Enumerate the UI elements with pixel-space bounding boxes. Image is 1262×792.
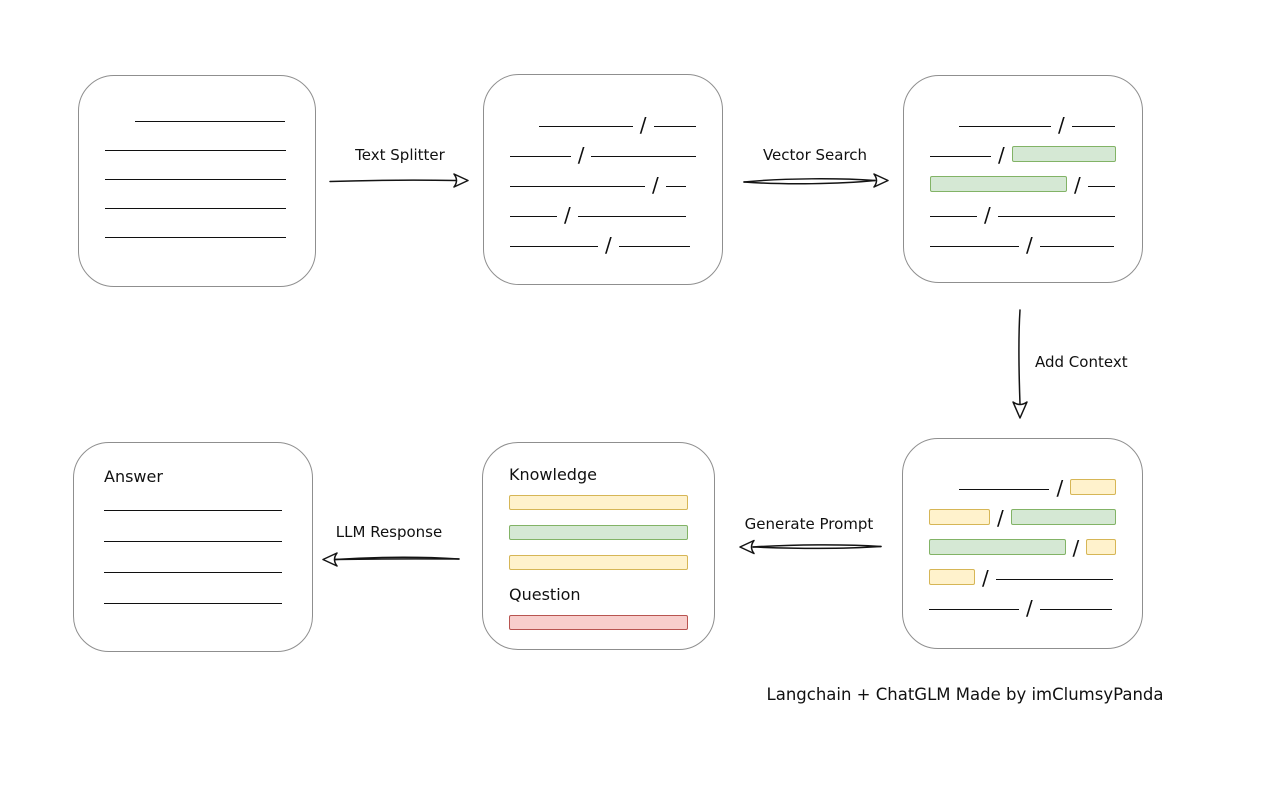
text-line [959,489,1050,490]
text-line [510,186,645,187]
context-chunks-node: / / / / / [902,438,1143,649]
slash-separator: / [984,203,991,227]
slash-separator: / [997,506,1004,530]
answer-node: Answer [73,442,313,652]
text-line [929,609,1019,610]
slash-separator: / [1074,173,1081,197]
diagram-caption: Langchain + ChatGLM Made by imClumsyPand… [766,685,1164,704]
slash-separator: / [982,566,989,590]
text-line [1039,246,1114,247]
text-line [510,156,571,157]
slash-separator: / [1056,476,1064,500]
yellow-chunk [929,509,990,525]
box-heading: Question [509,585,581,604]
search-results-node: / / / / / [903,75,1143,283]
split-text-node: / / / / / [483,74,723,285]
text-line [930,246,1019,247]
green-chunk [930,176,1067,192]
green-chunk [929,539,1066,555]
text-line [104,541,282,542]
slash-separator: / [639,113,647,137]
slash-separator: / [1058,113,1065,137]
green-chunk [1011,146,1116,162]
text-line [510,246,598,247]
text-line [1071,126,1115,127]
text-line [105,179,286,180]
box-heading: Knowledge [509,465,597,484]
add-context-label: Add Context [1035,353,1128,371]
text-line [135,121,285,122]
slash-separator: / [652,173,659,197]
slash-separator: / [577,143,585,167]
text-line [539,126,633,127]
text-line [618,246,690,247]
slash-separator: / [1026,233,1033,257]
text-line [104,572,282,573]
text-line [577,216,686,217]
yellow-chunk [1070,479,1116,495]
text-line [930,156,991,157]
llm-response-label: LLM Response [335,523,443,541]
slash-separator: / [997,143,1005,167]
text-line [665,186,686,187]
text-line [105,150,286,151]
yellow-chunk [1086,539,1116,555]
box-heading: Answer [104,467,163,486]
text-line [1087,186,1115,187]
text-line [653,126,696,127]
green-bar [509,525,688,540]
vector-search-label: Vector Search [762,146,868,164]
document-node [78,75,316,287]
text-line [105,237,286,238]
yellow-chunk [929,569,975,585]
text-line [591,156,696,157]
text-line [959,126,1051,127]
text-line [1039,609,1112,610]
text-line [104,510,282,511]
generate-prompt-label: Generate Prompt [744,515,874,533]
add-context-arrow-icon [1012,309,1028,419]
slash-separator: / [605,233,612,257]
text-splitter-label: Text Splitter [355,146,445,164]
red-bar [509,615,688,630]
text-line [510,216,557,217]
green-chunk [1010,509,1116,525]
vector-search-arrow-icon [743,173,889,188]
slash-separator: / [564,203,571,227]
slash-separator: / [1072,536,1080,560]
generate-prompt-arrow-icon [739,539,882,555]
yellow-bar [509,555,688,570]
text-line [104,603,282,604]
text-line [995,579,1113,580]
yellow-bar [509,495,688,510]
text-line [105,208,286,209]
slash-separator: / [1026,596,1033,620]
text-line [930,216,977,217]
text-line [997,216,1115,217]
text-splitter-arrow-icon [329,173,469,188]
llm-response-arrow-icon [322,552,460,567]
